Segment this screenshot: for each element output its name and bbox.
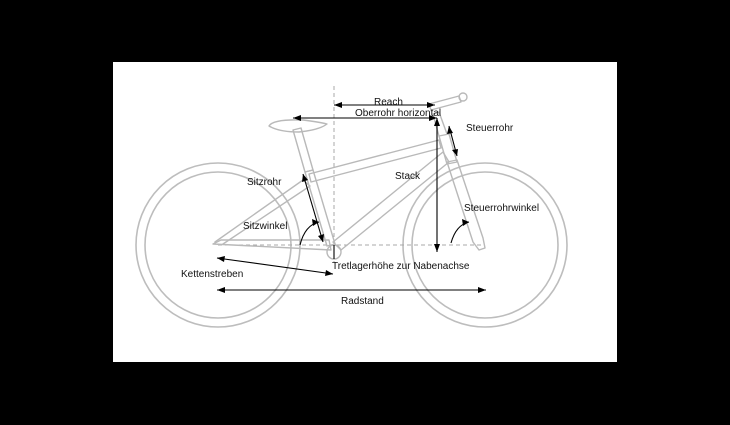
seat-tube bbox=[304, 169, 336, 247]
label-head-angle: Steuerrohrwinkel bbox=[464, 203, 539, 214]
top-tube bbox=[308, 139, 442, 183]
bar-end bbox=[458, 92, 468, 102]
wheelbase-dimension bbox=[217, 287, 486, 293]
reach-dimension bbox=[334, 102, 435, 108]
label-head-tube: Steuerrohr bbox=[466, 123, 514, 134]
stack-dimension bbox=[434, 118, 440, 252]
down-tube bbox=[332, 151, 450, 251]
label-wheelbase: Radstand bbox=[341, 296, 384, 307]
chainstay-dimension bbox=[216, 256, 334, 276]
seat-tube-dimension bbox=[302, 173, 324, 243]
label-seat-tube: Sitzrohr bbox=[247, 177, 282, 188]
label-chainstays: Kettenstreben bbox=[181, 269, 243, 280]
top-tube-horizontal-dimension bbox=[293, 115, 437, 121]
head-angle-dimension bbox=[450, 219, 470, 244]
seat-angle-dimension bbox=[299, 219, 320, 246]
geometry-panel: Reach Oberrohr horizontal Steuerrohr Sta… bbox=[113, 62, 617, 362]
chainstay bbox=[212, 239, 332, 251]
seatpost bbox=[292, 127, 314, 173]
label-reach: Reach bbox=[374, 97, 403, 108]
label-seat-angle: Sitzwinkel bbox=[243, 221, 287, 232]
seatstay bbox=[214, 179, 311, 245]
bike-geometry-diagram: Reach Oberrohr horizontal Steuerrohr Sta… bbox=[135, 86, 568, 328]
label-stack: Stack bbox=[395, 171, 421, 182]
label-top-tube-horizontal: Oberrohr horizontal bbox=[355, 108, 441, 119]
handlebar bbox=[428, 95, 462, 111]
label-bb-drop: Tretlagerhöhe zur Nabenachse bbox=[332, 261, 470, 272]
saddle bbox=[268, 119, 328, 133]
fork bbox=[446, 159, 486, 251]
head-tube-dimension bbox=[447, 125, 458, 157]
